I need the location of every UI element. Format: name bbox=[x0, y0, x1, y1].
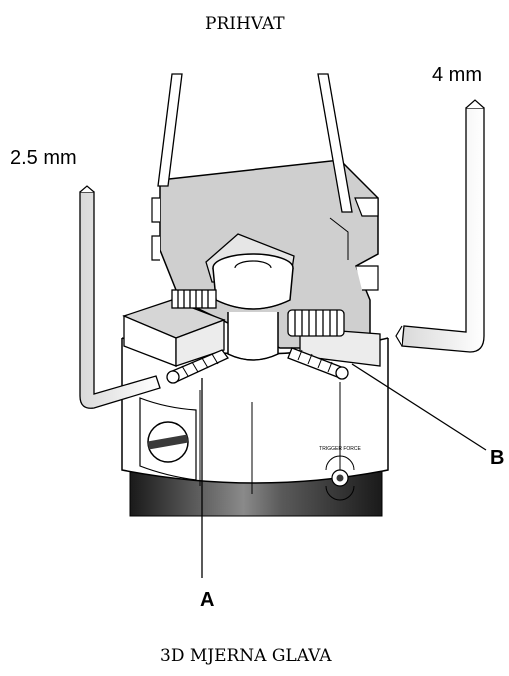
hex-wrench-2-5mm bbox=[79, 185, 161, 409]
center-stylus-joint bbox=[205, 233, 295, 361]
left-block bbox=[122, 299, 226, 367]
trigger-force-adjuster: TRIGGER FORCE bbox=[319, 446, 361, 501]
leader-line-b bbox=[351, 363, 487, 451]
fixture-arm-right bbox=[317, 73, 353, 213]
screw-right bbox=[287, 347, 349, 380]
fixture-arm-left bbox=[157, 73, 183, 187]
top-label: PRIHVAT bbox=[205, 14, 285, 34]
callout-a-label: A bbox=[200, 589, 215, 611]
callout-b-label: B bbox=[490, 447, 505, 469]
trigger-force-text: TRIGGER FORCE bbox=[319, 446, 361, 452]
wrench-right-label: 4 mm bbox=[432, 64, 482, 86]
wrench-left-label: 2.5 mm bbox=[10, 147, 77, 169]
spring-left bbox=[171, 289, 217, 309]
spring-right bbox=[287, 309, 345, 337]
bottom-label: 3D MJERNA GLAVA bbox=[160, 646, 332, 666]
right-block bbox=[299, 327, 381, 367]
hex-wrench-4mm bbox=[395, 99, 485, 353]
screw-left bbox=[166, 349, 230, 384]
